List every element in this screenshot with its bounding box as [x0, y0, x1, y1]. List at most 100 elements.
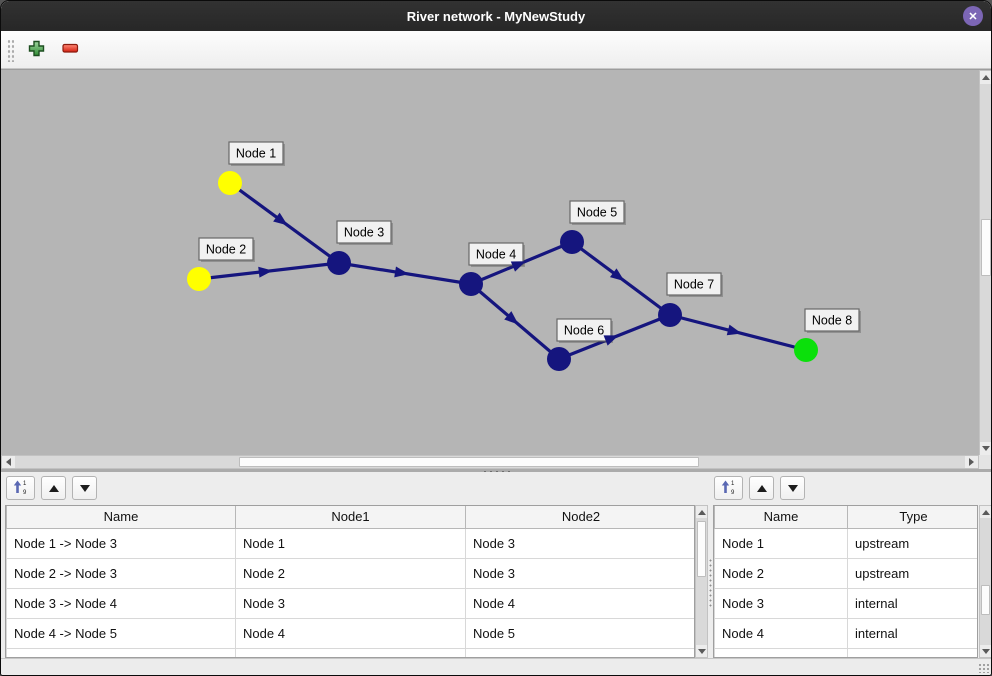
node-node-6[interactable]	[547, 347, 571, 371]
horizontal-splitter[interactable]	[1, 469, 991, 472]
reaches-sort-button[interactable]: 1 9	[6, 476, 35, 500]
reach-cell[interactable]: Node 2 -> Node 3	[6, 557, 236, 589]
node-row[interactable]	[714, 647, 977, 657]
reach-cell[interactable]	[6, 647, 236, 657]
node-node-5[interactable]	[560, 230, 584, 254]
svg-text:1: 1	[731, 481, 735, 487]
nodes-sort-button[interactable]: 1 9	[714, 476, 743, 500]
node-label-node-6: Node 6	[556, 318, 613, 343]
node-cell[interactable]: Node 4	[714, 617, 848, 649]
nodes-scroll-down-button[interactable]	[980, 645, 991, 657]
node-cell[interactable]: upstream	[847, 527, 977, 559]
arrow-left-icon	[6, 458, 11, 466]
node-node-7[interactable]	[658, 303, 682, 327]
reach-cell[interactable]: Node 2	[235, 557, 466, 589]
node-cell[interactable]: Node 3	[714, 587, 848, 619]
canvas-v-scrollbar[interactable]	[979, 70, 991, 456]
add-button[interactable]	[24, 37, 48, 63]
close-icon: ✕	[968, 10, 978, 23]
reach-cell[interactable]: Node 4 -> Node 5	[6, 617, 236, 649]
titlebar[interactable]: River network - MyNewStudy ✕	[1, 1, 991, 31]
node-header-type[interactable]: Type	[847, 506, 977, 529]
resize-grip-icon[interactable]	[978, 663, 989, 673]
nodes-move-down-button[interactable]	[780, 476, 805, 500]
arrow-down-icon	[981, 648, 990, 654]
canvas-h-scrollbar[interactable]	[1, 455, 979, 469]
node-cell[interactable]	[714, 647, 848, 657]
node-node-8[interactable]	[794, 338, 818, 362]
main-toolbar	[1, 31, 991, 69]
canvas-scroll-up-button[interactable]	[980, 71, 991, 84]
canvas-v-scroll-thumb[interactable]	[981, 219, 991, 276]
flow-arrow-icon	[609, 268, 625, 282]
canvas-scroll-left-button[interactable]	[2, 456, 15, 468]
nodes-scroll-up-button[interactable]	[980, 506, 991, 518]
reach-header-node2[interactable]: Node2	[465, 506, 694, 529]
flow-arrow-icon	[726, 324, 742, 336]
node-label-node-3: Node 3	[336, 220, 393, 245]
nodes-toolbar: 1 9	[714, 476, 805, 500]
nodes-v-scrollbar[interactable]	[979, 505, 991, 658]
nodes-scroll-thumb[interactable]	[981, 585, 990, 615]
reach-header-name[interactable]: Name	[6, 506, 236, 529]
reach-cell[interactable]: Node 4	[465, 587, 694, 619]
canvas-scroll-right-button[interactable]	[965, 456, 978, 468]
node-node-1[interactable]	[218, 171, 242, 195]
svg-text:Node 5: Node 5	[577, 206, 617, 220]
reach-header-node1[interactable]: Node1	[235, 506, 466, 529]
flow-arrow-icon	[394, 266, 409, 278]
svg-text:Node 8: Node 8	[812, 314, 852, 328]
reaches-move-up-button[interactable]	[41, 476, 66, 500]
node-label-node-5: Node 5	[569, 200, 626, 225]
node-cell[interactable]: upstream	[847, 557, 977, 589]
canvas-scroll-down-button[interactable]	[980, 442, 991, 455]
toolbar-drag-handle[interactable]	[6, 37, 14, 62]
reach-cell[interactable]: Node 4	[235, 617, 466, 649]
remove-button[interactable]	[58, 37, 82, 63]
node-node-2[interactable]	[187, 267, 211, 291]
reach-cell[interactable]: Node 5	[465, 617, 694, 649]
reach-cell[interactable]	[235, 647, 466, 657]
close-button[interactable]: ✕	[963, 6, 983, 26]
node-node-4[interactable]	[459, 272, 483, 296]
scrollbar-corner	[979, 455, 991, 469]
node-cell[interactable]: internal	[847, 617, 977, 649]
node-label-node-8: Node 8	[804, 308, 861, 333]
reach-row[interactable]	[6, 647, 694, 657]
reach-cell[interactable]: Node 3	[235, 587, 466, 619]
reach-cell[interactable]: Node 3	[465, 527, 694, 559]
reaches-scroll-up-button[interactable]	[696, 506, 707, 518]
node-node-3[interactable]	[327, 251, 351, 275]
reaches-scroll-thumb[interactable]	[697, 521, 706, 577]
node-cell[interactable]: Node 2	[714, 557, 848, 589]
sort-ascending-icon: 1 9	[13, 479, 28, 498]
node-cell[interactable]: Node 1	[714, 527, 848, 559]
arrow-up-icon	[982, 75, 990, 80]
node-header-name[interactable]: Name	[714, 506, 848, 529]
reach-cell[interactable]: Node 3 -> Node 4	[6, 587, 236, 619]
reach-cell[interactable]	[465, 647, 694, 657]
reach-cell[interactable]: Node 3	[465, 557, 694, 589]
canvas-h-scroll-thumb[interactable]	[239, 457, 699, 467]
node-cell[interactable]	[847, 647, 977, 657]
node-cell[interactable]: internal	[847, 587, 977, 619]
nodes-move-up-button[interactable]	[749, 476, 774, 500]
svg-text:Node 6: Node 6	[564, 324, 604, 338]
reach-cell[interactable]: Node 1	[235, 527, 466, 559]
reaches-move-down-button[interactable]	[72, 476, 97, 500]
reaches-scroll-down-button[interactable]	[696, 645, 707, 657]
reach-cell[interactable]: Node 1 -> Node 3	[6, 527, 236, 559]
vertical-splitter[interactable]	[707, 557, 712, 609]
